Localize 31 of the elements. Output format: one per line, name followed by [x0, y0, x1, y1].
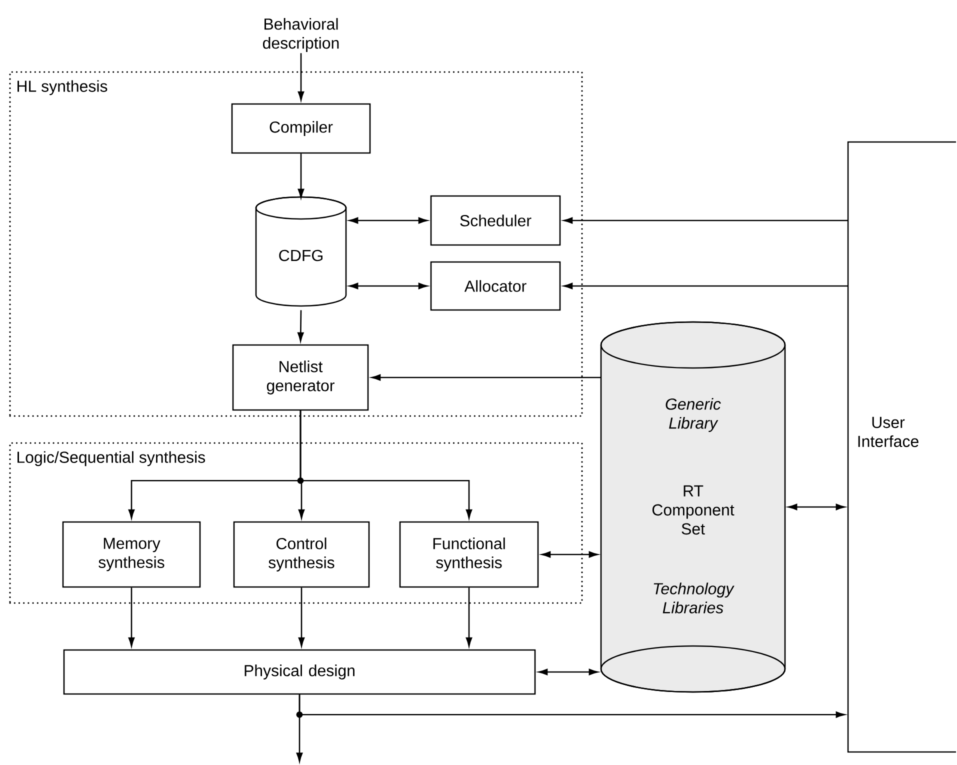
process-box: Allocator: [430, 261, 561, 311]
arrow: [300, 410, 472, 519]
cylinder-label: Generic Library: [666, 398, 721, 432]
group-label: HL synthesis: [18, 80, 108, 96]
interface-panel: User Interface: [847, 141, 956, 753]
double-arrow: [788, 504, 846, 510]
process-box: Functional synthesis: [399, 521, 539, 588]
double-arrow: [538, 668, 598, 676]
arrow: [298, 588, 305, 647]
input-label: Behavioral description: [263, 18, 339, 52]
process-box: Scheduler: [430, 195, 561, 246]
arrow: [466, 588, 472, 647]
arrow: [128, 588, 135, 647]
process-box: Memory synthesis: [62, 521, 201, 588]
double-arrow: [348, 217, 428, 224]
cylinder-label: RT Component Set: [652, 485, 734, 535]
double-arrow: [541, 551, 598, 558]
group-label: Logic/Sequential synthesis: [18, 451, 206, 466]
process-box: Physical design: [63, 649, 536, 695]
cylinder-label: Technology Libraries: [654, 582, 734, 614]
database-cylinder: CDFG: [255, 196, 347, 307]
process-box: Control synthesis: [233, 521, 370, 588]
arrow: [298, 53, 304, 101]
arrow: [563, 282, 848, 290]
arrow: [371, 374, 601, 381]
process-box: Compiler: [231, 103, 371, 154]
arrow: [298, 310, 304, 342]
arrow: [298, 154, 304, 198]
arrow: [563, 217, 848, 224]
double-arrow: [348, 282, 428, 290]
process-box: Netlist generator: [232, 344, 369, 411]
